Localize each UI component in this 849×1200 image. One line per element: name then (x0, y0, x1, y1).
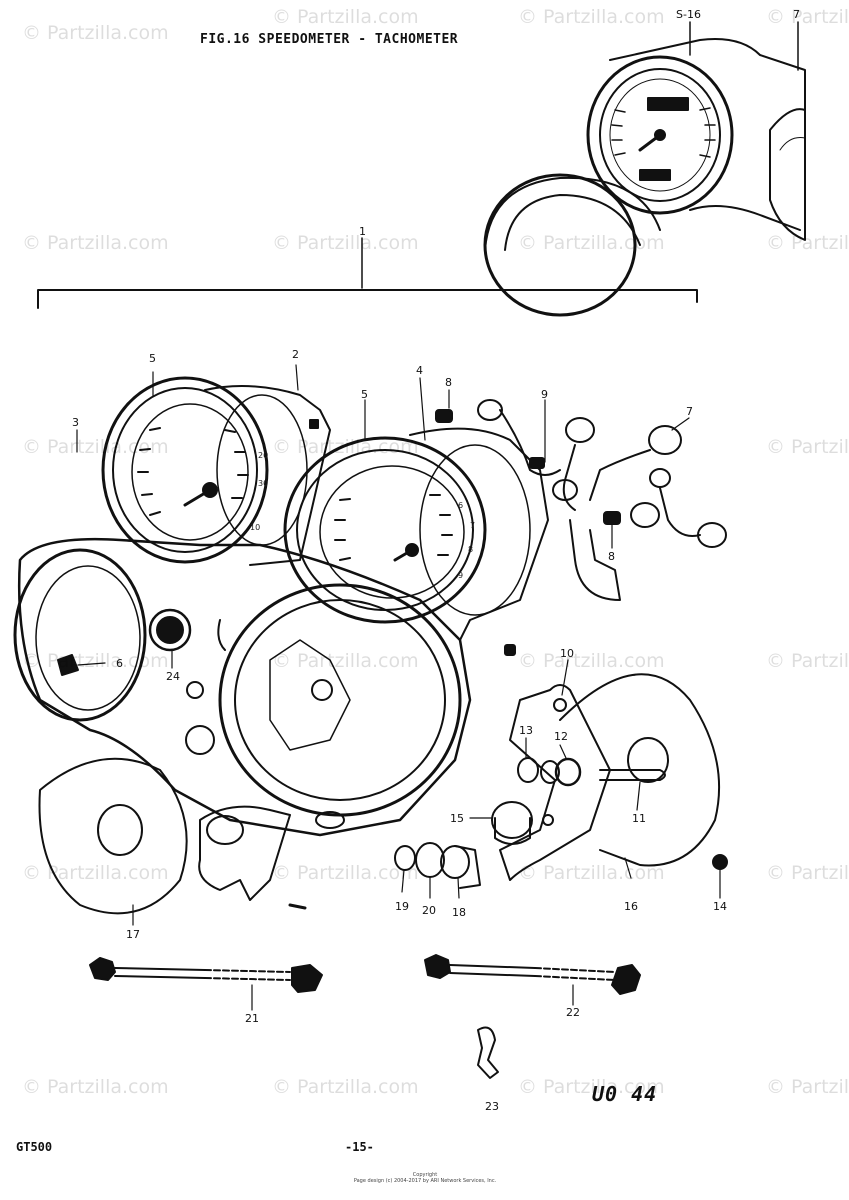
watermark: © Partzilla.com (518, 862, 665, 884)
speedometer-unit: 6 7 8 9 (283, 427, 549, 641)
watermark: © Partzilla.com (272, 6, 419, 28)
watermark: © Partzilla.com (272, 436, 419, 458)
watermark: © Partzilla.com (766, 232, 849, 254)
svg-text:9: 9 (458, 571, 463, 580)
part-label-4: 4 (416, 364, 423, 377)
watermark: © Partzilla.com (766, 6, 849, 28)
figure-title: FIG.16 SPEEDOMETER - TACHOMETER (200, 32, 459, 47)
watermark: © Partzilla.com (518, 6, 665, 28)
part-label-3: 3 (72, 416, 79, 429)
svg-text:20: 20 (258, 451, 268, 460)
part-label-2: 2 (292, 348, 299, 361)
svg-text:10: 10 (250, 523, 260, 532)
svg-text:30: 30 (258, 479, 268, 488)
assembled-meters-inset (483, 21, 806, 317)
watermark: © Partzilla.com (518, 232, 665, 254)
inset-ref-a: S-16 (676, 8, 701, 21)
part-label-12: 12 (554, 730, 568, 743)
part-label-6: 6 (116, 657, 123, 670)
watermark: © Partzilla.com (766, 650, 849, 672)
part-label-5a: 5 (149, 352, 156, 365)
assembly-bracket (37, 237, 698, 309)
tachometer-unit: 20 30 10 (101, 376, 331, 566)
part-label-20: 20 (422, 904, 436, 917)
copyright-line-1: Copyright (412, 1172, 438, 1178)
leader-lines (76, 364, 721, 1011)
part-label-8b: 8 (608, 550, 615, 563)
part-label-18: 18 (452, 906, 466, 919)
part-number-labels: 1 2 3 4 5 5 6 7 8 8 9 10 11 12 13 14 15 … (72, 8, 800, 1113)
diagram-code: U0 44 (592, 1082, 658, 1106)
svg-text:8: 8 (468, 545, 473, 554)
page-number: -15- (345, 1140, 374, 1154)
part-label-23: 23 (485, 1100, 499, 1113)
watermark: © Partzilla.com (22, 436, 169, 458)
bulb-socket-harness (435, 399, 727, 601)
watermark: © Partzilla.com (272, 650, 419, 672)
svg-text:6: 6 (458, 501, 463, 510)
inset-ref-b: 7 (793, 8, 800, 21)
watermark: © Partzilla.com (518, 650, 665, 672)
part-label-19: 19 (395, 900, 409, 913)
part-label-10: 10 (560, 647, 574, 660)
watermark: © Partzilla.com (272, 232, 419, 254)
part-label-8a: 8 (445, 376, 452, 389)
part-label-24: 24 (166, 670, 180, 683)
svg-text:7: 7 (470, 521, 475, 530)
part-label-9: 9 (541, 388, 548, 401)
part-label-16: 16 (624, 900, 638, 913)
copyright-line-2: Page design (c) 2004-2017 by ARI Network… (353, 1178, 497, 1184)
copyright-notice: Copyright Page design (c) 2004-2017 by A… (340, 1172, 510, 1184)
watermark: © Partzilla.com (22, 650, 169, 672)
lower-components (38, 644, 728, 915)
watermark: © Partzilla.com (766, 862, 849, 884)
meter-housing (13, 537, 472, 837)
model-name: GT500 (16, 1140, 53, 1154)
part-label-11: 11 (632, 812, 646, 825)
watermark: © Partzilla.com (766, 436, 849, 458)
watermark: © Partzilla.com (22, 232, 169, 254)
watermark: © Partzilla.com (272, 1076, 419, 1098)
part-label-14: 14 (713, 900, 727, 913)
part-label-1: 1 (359, 225, 366, 238)
watermark: © Partzilla.com (22, 1076, 169, 1098)
part-label-21: 21 (245, 1012, 259, 1025)
part-label-15: 15 (450, 812, 464, 825)
part-label-5b: 5 (361, 388, 368, 401)
part-label-22: 22 (566, 1006, 580, 1019)
meter-cables (89, 954, 641, 1079)
part-label-7: 7 (686, 405, 693, 418)
watermark: © Partzilla.com (518, 1076, 665, 1098)
watermark: © Partzilla.com (272, 862, 419, 884)
watermark: © Partzilla.com (22, 22, 169, 44)
part-label-17: 17 (126, 928, 140, 941)
watermark: © Partzilla.com (22, 862, 169, 884)
part-label-13: 13 (519, 724, 533, 737)
watermark: © Partzilla.com (766, 1076, 849, 1098)
